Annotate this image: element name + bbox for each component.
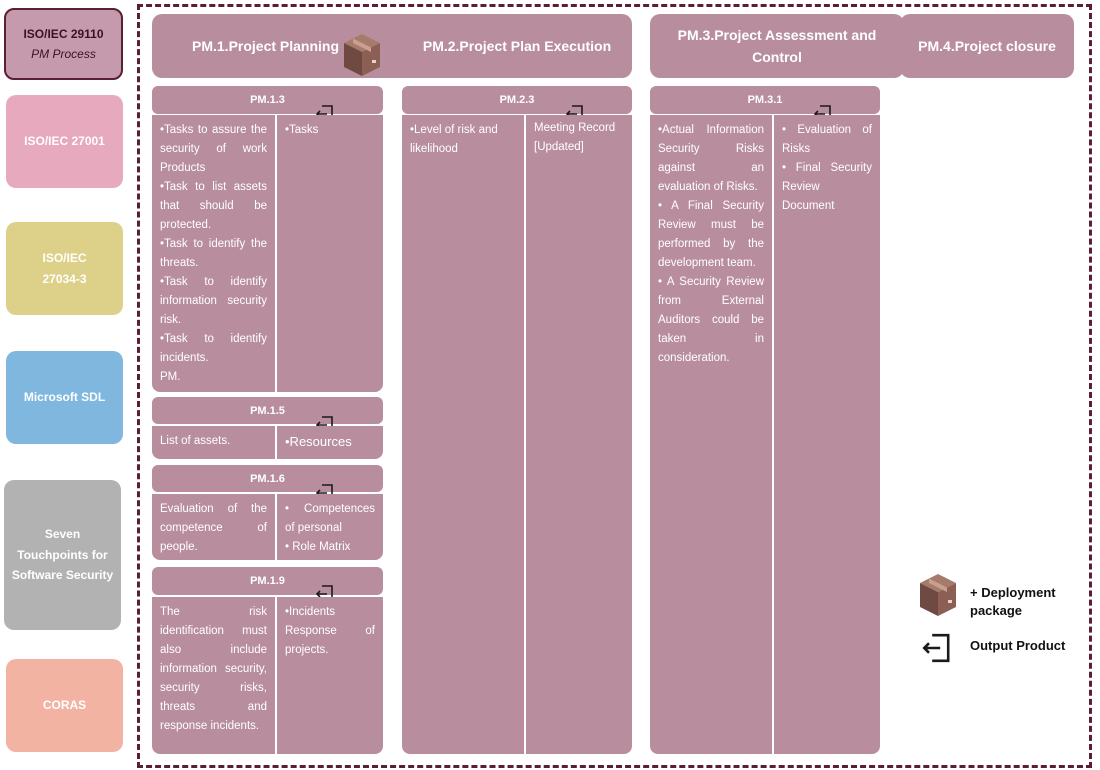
task-pm13-item: •Tasks to assure the security of work Pr… bbox=[160, 124, 267, 174]
seven-touchpoints-label: Seven Touchpoints for Software Security bbox=[4, 480, 121, 630]
task-pm13-output: •Tasks bbox=[285, 124, 319, 136]
phase-pm3-header: PM.3.Project Assessment and Control bbox=[650, 14, 904, 78]
task-pm15-header: PM.1.5 bbox=[152, 397, 383, 424]
task-pm31-item: • A Final Security Review must be perfor… bbox=[658, 200, 764, 269]
task-pm23-header: PM.2.3 bbox=[402, 86, 632, 114]
task-pm16-id: PM.1.6 bbox=[250, 472, 285, 485]
iso-27001-label: ISO/IEC 27001 bbox=[6, 95, 123, 188]
task-pm13-activities: •Tasks to assure the security of work Pr… bbox=[152, 115, 275, 392]
task-pm23-activities: •Level of risk and likelihood bbox=[402, 115, 524, 754]
task-pm23-id: PM.2.3 bbox=[499, 94, 535, 106]
iso-27034-label: ISO/IEC 27034-3 bbox=[6, 222, 123, 315]
task-pm15-activities: List of assets. bbox=[152, 426, 275, 459]
task-pm31-outputs: • Evaluation of Risks • Final Security R… bbox=[774, 115, 880, 754]
task-pm13-item: •Task to identify incidents. bbox=[160, 333, 267, 364]
task-pm31-activities: •Actual Information Security Risks again… bbox=[650, 115, 772, 754]
iso-27034-text: ISO/IEC 27034-3 bbox=[42, 251, 87, 286]
legend-deployment-label: + Deployment package bbox=[970, 584, 1080, 620]
phase-pm2-header: PM.2.Project Plan Execution bbox=[402, 14, 632, 78]
phase-pm1-title: PM.1.Project Planning bbox=[192, 37, 340, 54]
deployment-package-icon bbox=[344, 34, 380, 76]
task-pm19-activities: The risk identification must also includ… bbox=[152, 597, 275, 754]
task-pm16-output: • Competences of personal bbox=[285, 503, 375, 534]
task-pm19-outputs: •Incidents Response of projects. bbox=[277, 597, 383, 754]
task-pm31-output: • Evaluation of Risks bbox=[782, 124, 872, 155]
task-pm19-output: •Incidents Response of projects. bbox=[285, 606, 375, 656]
deployment-package-icon bbox=[920, 574, 956, 616]
task-pm15-id: PM.1.5 bbox=[250, 404, 285, 417]
pm-process-subtitle: PM Process bbox=[31, 47, 96, 61]
task-pm15-item: List of assets. bbox=[160, 435, 231, 447]
legend-output-text: Output Product bbox=[970, 638, 1066, 653]
task-pm15-outputs: •Resources bbox=[277, 426, 383, 459]
task-pm13-item: •Task to list assets that should be prot… bbox=[160, 181, 267, 231]
legend-deployment-text: + Deployment package bbox=[970, 585, 1056, 618]
phase-pm2-title: PM.2.Project Plan Execution bbox=[422, 37, 612, 54]
task-pm13-item: •Task to identify information security r… bbox=[160, 276, 267, 326]
task-pm31-output: • Final Security Review Document bbox=[782, 162, 872, 212]
task-pm16-activities: Evaluation of the competence of people. bbox=[152, 494, 275, 560]
task-pm31-header: PM.3.1 bbox=[650, 86, 880, 114]
microsoft-sdl-text: Microsoft SDL bbox=[23, 390, 106, 405]
task-pm16-outputs: • Competences of personal • Role Matrix bbox=[277, 494, 383, 560]
task-pm16-item: Evaluation of the competence of people. bbox=[160, 503, 267, 553]
task-pm23-outputs: Meeting Record [Updated] bbox=[526, 115, 632, 754]
iso-29110-title: ISO/IEC 29110 bbox=[23, 26, 104, 41]
process-frame bbox=[137, 4, 1092, 768]
task-pm16-header: PM.1.6 bbox=[152, 465, 383, 492]
task-pm19-header: PM.1.9 bbox=[152, 567, 383, 595]
phase-pm4-header: PM.4.Project closure bbox=[900, 14, 1074, 78]
task-pm13-outputs: •Tasks bbox=[277, 115, 383, 392]
legend-output-label: Output Product bbox=[970, 637, 1080, 655]
phase-pm1-header: PM.1.Project Planning bbox=[152, 14, 423, 78]
task-pm23-output: Meeting Record [Updated] bbox=[534, 122, 616, 153]
task-pm15-output: •Resources bbox=[285, 434, 352, 449]
output-product-icon bbox=[922, 633, 950, 663]
task-pm23-item: •Level of risk and likelihood bbox=[410, 124, 498, 155]
phase-pm3-title: PM.3.Project Assessment and Control bbox=[677, 26, 877, 65]
phase-pm4-title: PM.4.Project closure bbox=[918, 37, 1056, 54]
microsoft-sdl-label: Microsoft SDL bbox=[6, 351, 123, 444]
task-pm13-header: PM.1.3 bbox=[152, 86, 383, 114]
task-pm16-output: • Role Matrix bbox=[285, 541, 351, 553]
task-pm31-item: • A Security Review from External Audito… bbox=[658, 276, 764, 364]
coras-label: CORAS bbox=[6, 659, 123, 752]
task-pm13-item: PM. bbox=[160, 371, 181, 383]
seven-touchpoints-text: Seven Touchpoints for Software Security bbox=[11, 527, 114, 583]
task-pm31-item: •Actual Information Security Risks again… bbox=[658, 124, 764, 193]
iso-27001-text: ISO/IEC 27001 bbox=[24, 134, 105, 149]
task-pm13-item: •Task to identify the threats. bbox=[160, 238, 267, 269]
task-pm13-id: PM.1.3 bbox=[250, 94, 285, 106]
task-pm19-item: The risk identification must also includ… bbox=[160, 606, 267, 732]
coras-text: CORAS bbox=[42, 698, 87, 713]
task-pm19-id: PM.1.9 bbox=[250, 575, 285, 587]
iso-29110-pm-label: ISO/IEC 29110 PM Process bbox=[4, 8, 123, 80]
task-pm31-id: PM.3.1 bbox=[747, 94, 783, 106]
